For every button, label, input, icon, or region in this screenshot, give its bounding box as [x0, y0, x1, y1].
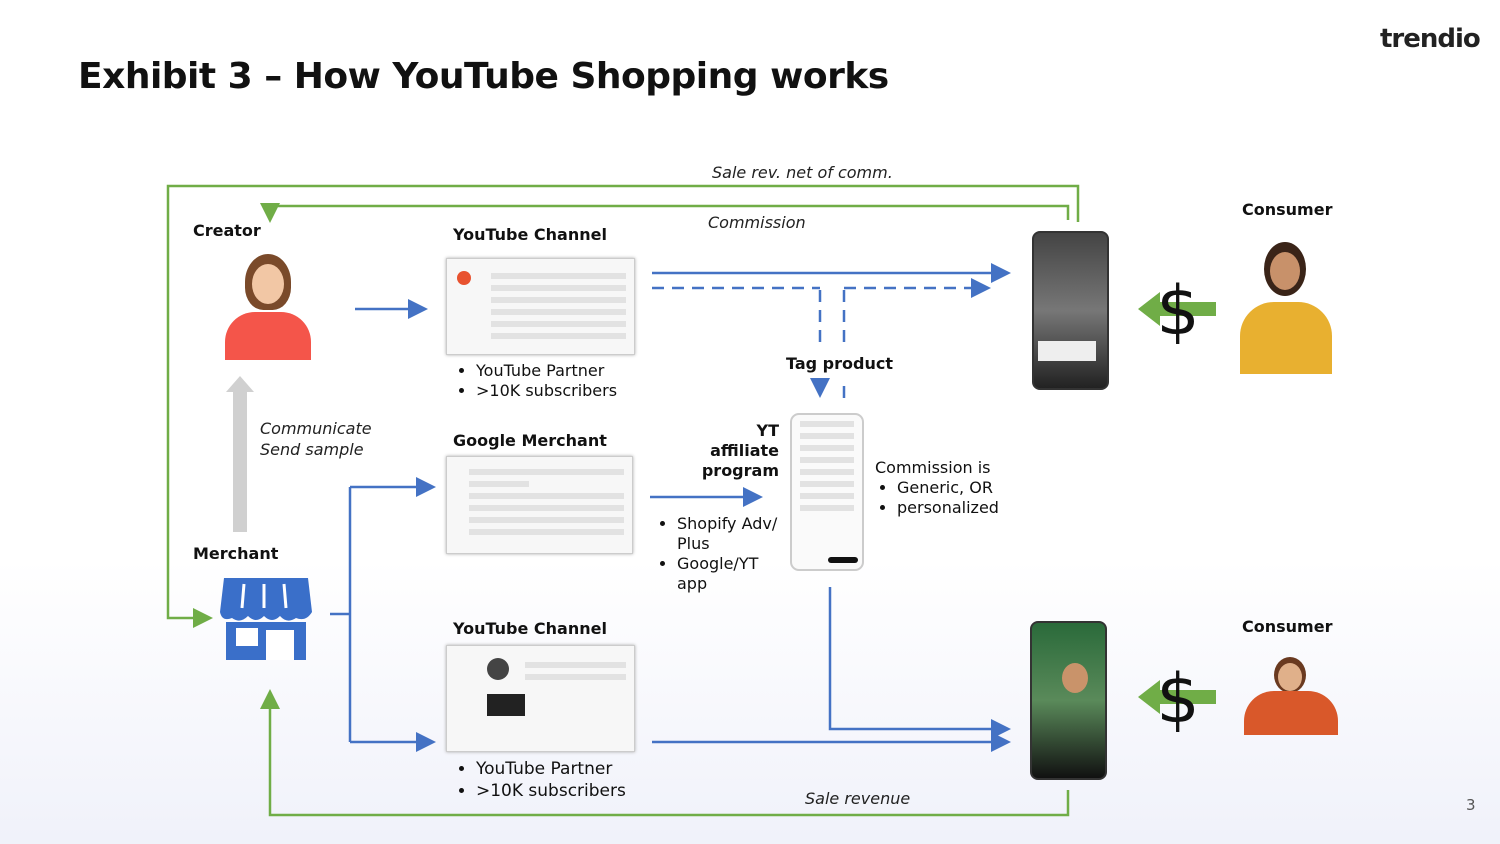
sale-rev-net-line — [166, 184, 1080, 628]
dollar-arrow-bottom: $ — [1138, 660, 1216, 739]
consumer-phone-bottom — [1030, 621, 1107, 780]
bullet: personalized — [897, 498, 999, 518]
bullet: Generic, OR — [897, 478, 999, 498]
bullet: Google/YT app — [677, 554, 785, 594]
google-merchant-title: Google Merchant — [453, 431, 607, 450]
yt-channel-bottom-bullets: YouTube Partner>10K subscribers — [454, 758, 626, 802]
commission-note: Commission is Generic, ORpersonalized — [875, 458, 999, 518]
bullet: YouTube Partner — [476, 758, 626, 780]
dollar-arrow-top: $ — [1138, 272, 1216, 351]
sale-revenue-line — [260, 689, 1070, 817]
yt-channel-top-title: YouTube Channel — [453, 225, 607, 244]
dollar-icon: $ — [1156, 660, 1199, 739]
yt-channel-top-bullets: YouTube Partner>10K subscribers — [454, 361, 617, 401]
google-merchant-screenshot — [446, 456, 633, 554]
creator-photo — [205, 250, 327, 360]
affiliate-title-line: program — [701, 461, 779, 480]
bullet: Shopify Adv/ Plus — [677, 514, 785, 554]
store-icon — [220, 578, 312, 660]
consumer-top-label: Consumer — [1242, 200, 1333, 219]
affiliate-title-line: affiliate — [710, 441, 779, 460]
sale-rev-net-label: Sale rev. net of comm. — [712, 163, 893, 182]
affiliate-phone-screenshot — [790, 413, 864, 571]
send-sample-label: Send sample — [260, 440, 364, 459]
affiliate-title-line: YT — [756, 421, 780, 440]
sale-revenue-label: Sale revenue — [805, 789, 911, 808]
communicate-label: Communicate — [260, 419, 372, 438]
consumer-bottom-label: Consumer — [1242, 617, 1333, 636]
commission-heading: Commission is — [875, 458, 991, 477]
affiliate-title: YT affiliate program — [700, 421, 779, 481]
google-merchant-bullets: Shopify Adv/ PlusGoogle/YT app — [655, 514, 785, 594]
youtube-studio-screenshot — [446, 258, 635, 355]
communicate-up-arrow — [226, 376, 254, 532]
merchant-label: Merchant — [193, 544, 279, 563]
page-title: Exhibit 3 – How YouTube Shopping works — [78, 56, 889, 97]
trendio-logo: trendio — [1380, 24, 1481, 54]
merchant-branch — [330, 487, 352, 742]
bullet: >10K subscribers — [476, 780, 626, 802]
creator-label: Creator — [193, 221, 261, 240]
yt-channel-bottom-title: YouTube Channel — [453, 619, 607, 638]
tag-product-label: Tag product — [786, 354, 893, 373]
youtube-channel-screenshot — [446, 645, 635, 752]
consumer-phone-top — [1032, 231, 1109, 390]
consumer-photo-top — [1238, 242, 1334, 374]
bullet: >10K subscribers — [476, 381, 617, 401]
commission-line — [260, 203, 1070, 223]
consumer-photo-bottom — [1240, 655, 1340, 735]
dollar-icon: $ — [1156, 272, 1199, 351]
affiliate-to-consumer-arrow — [828, 587, 1011, 739]
bullet: YouTube Partner — [476, 361, 617, 381]
page-number: 3 — [1466, 796, 1476, 814]
commission-label: Commission — [708, 213, 806, 232]
